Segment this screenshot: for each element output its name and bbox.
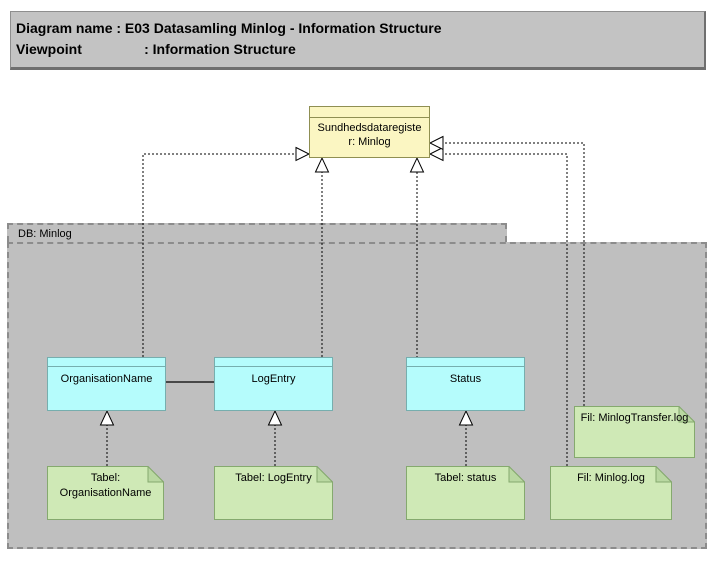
note-label: Tabel: OrganisationName (59, 472, 152, 499)
note-shape (47, 466, 164, 520)
register-header-compartment (310, 107, 429, 118)
entity-logentry[interactable]: LogEntry (214, 357, 333, 411)
note-label: Tabel: status (434, 472, 497, 484)
entity-label: LogEntry (251, 373, 296, 385)
title-line-viewpoint: Viewpoint : Information Structure (16, 41, 296, 57)
hollow-triangle-arrowhead (409, 156, 425, 173)
note-label: Fil: Minlog.log (577, 472, 645, 484)
entity-header-compartment (215, 358, 332, 367)
note-fil-minlogtransfer-log[interactable]: Fil: MinlogTransfer.log (574, 406, 695, 458)
hollow-triangle-arrowhead (428, 146, 444, 162)
note-shape (550, 466, 672, 520)
entity-label: Status (449, 373, 482, 385)
register-label-line: Sundhedsdataregiste (317, 122, 422, 134)
register-label-line: r: Minlog (348, 136, 391, 148)
entity-organisationname[interactable]: OrganisationName (47, 357, 166, 411)
db-group-label: DB: Minlog (18, 228, 72, 240)
note-tabel-status[interactable]: Tabel: status (406, 466, 525, 520)
register-box-sundhedsdataregister[interactable]: Sundhedsdataregiste r: Minlog (309, 106, 430, 158)
hollow-triangle-arrowhead (295, 146, 311, 162)
note-shape (406, 466, 525, 520)
hollow-triangle-arrowhead (314, 156, 330, 173)
note-tabel-logentry[interactable]: Tabel: LogEntry (214, 466, 333, 520)
entity-label: OrganisationName (60, 373, 153, 385)
note-shape (574, 406, 695, 458)
register-label: Sundhedsdataregiste r: Minlog (310, 118, 429, 149)
entity-header-compartment (48, 358, 165, 367)
note-fil-minlog-log[interactable]: Fil: Minlog.log (550, 466, 672, 520)
title-line-diagram-name: Diagram name : E03 Datasamling Minlog - … (16, 20, 442, 36)
note-label: Fil: MinlogTransfer.log (580, 412, 689, 424)
note-shape (214, 466, 333, 520)
note-label: Tabel: LogEntry (235, 472, 312, 484)
hollow-triangle-arrowhead (428, 135, 444, 151)
entity-header-compartment (407, 358, 524, 367)
entity-status[interactable]: Status (406, 357, 525, 411)
title-block[interactable]: Diagram name : E03 Datasamling Minlog - … (10, 11, 706, 70)
note-tabel-organisationname[interactable]: Tabel: OrganisationName (47, 466, 164, 520)
db-group-tab[interactable]: DB: Minlog (7, 223, 507, 242)
